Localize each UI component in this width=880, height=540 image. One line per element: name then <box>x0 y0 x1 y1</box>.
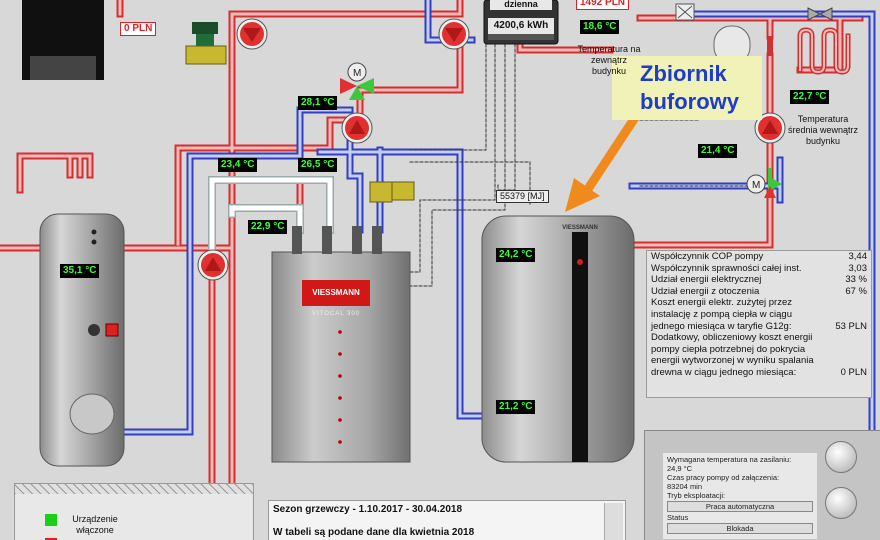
supply-a-temp-display: 23,4 °C <box>218 158 258 172</box>
buffer-top-temp-display: 24,2 °C <box>496 248 536 262</box>
actuator-valve-icon <box>185 22 227 65</box>
controller-line3: Czas pracy pompy od załączenia: <box>667 473 780 482</box>
info-row-value: 53 PLN <box>835 320 867 332</box>
heat-pump-unit <box>271 226 411 463</box>
svg-text:M: M <box>353 68 361 79</box>
callout-arrow-icon <box>565 111 641 212</box>
info-row-label: jednego miesiąca w taryfie G12g: <box>651 320 792 332</box>
controller-mode-field: Praca automatyczna <box>667 501 813 512</box>
controller-line5: Tryb eksploatacji: <box>667 491 726 500</box>
legend-on-line1: Urządzenie <box>72 514 118 524</box>
season-title: Sezon grzewczy - 1.10.2017 - 30.04.2018 <box>273 504 462 515</box>
energy-mj-label: 55379 [MJ] <box>496 190 549 203</box>
info-row-value: 0 PLN <box>840 366 867 378</box>
controller-status-field: Blokada <box>667 523 813 534</box>
season-scrollbar[interactable] <box>604 503 623 540</box>
info-row-label: instalację z pompą ciepła w ciągu <box>651 308 792 320</box>
controller-line4: 83204 min <box>667 482 703 491</box>
legend-off-icon <box>45 538 57 540</box>
heat-pump-controller: Wymagana temperatura na zasilaniu: 24,9 … <box>644 430 880 540</box>
buffer-callout: Zbiornik buforowy <box>612 56 762 120</box>
callout-line1: Zbiornik <box>640 61 727 86</box>
info-row-value: 67 % <box>845 285 867 297</box>
info-row-label: pompy ciepła potrzebnej do pokrycia <box>651 343 806 355</box>
heat-pump-brand: VIESSMANN <box>312 288 360 297</box>
svg-text:M: M <box>752 180 760 191</box>
info-row: energii wytworzonej w wyniku spalania <box>647 355 871 367</box>
season-panel: Sezon grzewczy - 1.10.2017 - 30.04.2018 … <box>268 500 626 540</box>
info-row-label: energii wytworzonej w wyniku spalania <box>651 355 814 367</box>
callout-line2: buforowy <box>640 89 739 114</box>
pump-icon <box>236 18 268 50</box>
controller-knob-upper[interactable] <box>825 441 857 473</box>
outdoor-temp-display: 18,6 °C <box>580 20 620 34</box>
info-row: Współczynnik sprawności całej inst. 3,03 <box>647 263 871 275</box>
return-temp-display: 21,4 °C <box>698 144 738 158</box>
hot-water-boiler <box>39 213 125 467</box>
info-row-label: Udział energii z otoczenia <box>651 285 760 297</box>
indoor-temp-display: 22,7 °C <box>790 90 830 104</box>
mixing-valve-icon: M <box>340 62 374 100</box>
buffer-bottom-temp-display: 21,2 °C <box>496 400 536 414</box>
supply-b-temp-display: 26,5 °C <box>298 158 338 172</box>
pipe-low-temp-display: 22,9 °C <box>248 220 288 234</box>
controller-line2: 24,9 °C <box>667 464 693 473</box>
controller-screen: Wymagana temperatura na zasilaniu: 24,9 … <box>663 453 817 539</box>
buffer-brand: VIESSMANN <box>562 225 598 231</box>
legend-on-line2: włączone <box>76 525 114 535</box>
legend-on-icon <box>45 514 57 526</box>
info-row-value: 33 % <box>845 274 867 286</box>
actuator-valve-icon <box>369 181 415 203</box>
info-row: Współczynnik COP pompy 3,44 <box>647 251 871 263</box>
cost-label-left: 0 PLN <box>120 22 157 36</box>
info-row-label: drewna w ciągu jednego miesiąca: <box>651 366 797 378</box>
controller-status-label: Status <box>667 513 689 522</box>
cost-label-right: 1492 PLN <box>576 0 630 10</box>
controller-line1: Wymagana temperatura na zasilaniu: <box>667 455 792 464</box>
ground-hatch <box>15 484 253 494</box>
energy-meter-header: dzienna <box>504 0 538 9</box>
info-row: instalację z pompą ciepła w ciągu <box>647 309 871 321</box>
mixer-temp-display: 28,1 °C <box>298 96 338 110</box>
info-row: Udział energii z otoczenia 67 % <box>647 286 871 298</box>
legend-panel: Urządzenie włączone <box>14 483 254 540</box>
info-row: Dodatkowy, obliczeniowy koszt energii <box>647 332 871 344</box>
mixing-valve-icon: M <box>746 168 782 198</box>
info-row-value: 3,44 <box>848 251 868 262</box>
season-note: W tabeli są podane dane dla kwietnia 201… <box>273 527 475 538</box>
info-row-label: Współczynnik COP pompy <box>651 251 764 262</box>
info-row: jednego miesiąca w taryfie G12g: 53 PLN <box>647 321 871 333</box>
boiler-temp-display: 35,1 °C <box>60 264 100 278</box>
heat-pump-model: VITOCAL 300 <box>311 311 361 317</box>
info-row-label: Współczynnik sprawności całej inst. <box>651 262 802 274</box>
info-row-label: Dodatkowy, obliczeniowy koszt energii <box>651 332 813 344</box>
outdoor-temp-label: Temperatura na zewnątrz budynku <box>577 44 641 76</box>
info-row-value: 3,03 <box>848 262 868 274</box>
info-row: drewna w ciągu jednego miesiąca: 0 PLN <box>647 367 871 379</box>
info-row-label: Koszt energii elektr. zużytej przez <box>651 297 792 309</box>
pump-icon <box>438 18 470 50</box>
info-row: Koszt energii elektr. zużytej przez <box>647 297 871 309</box>
info-row: pompy ciepła potrzebnej do pokrycia <box>647 344 871 356</box>
info-row-label: Udział energii elektrycznej <box>651 274 762 286</box>
pump-icon <box>197 249 229 281</box>
controller-knob-lower[interactable] <box>825 487 857 519</box>
pump-icon <box>754 112 786 144</box>
energy-meter-value: 4200,6 kWh <box>493 20 549 31</box>
indoor-temp-label: Temperatura średnia wewnątrz budynku <box>787 114 859 146</box>
pump-icon <box>341 112 373 144</box>
info-row: Udział energii elektrycznej 33 % <box>647 274 871 286</box>
